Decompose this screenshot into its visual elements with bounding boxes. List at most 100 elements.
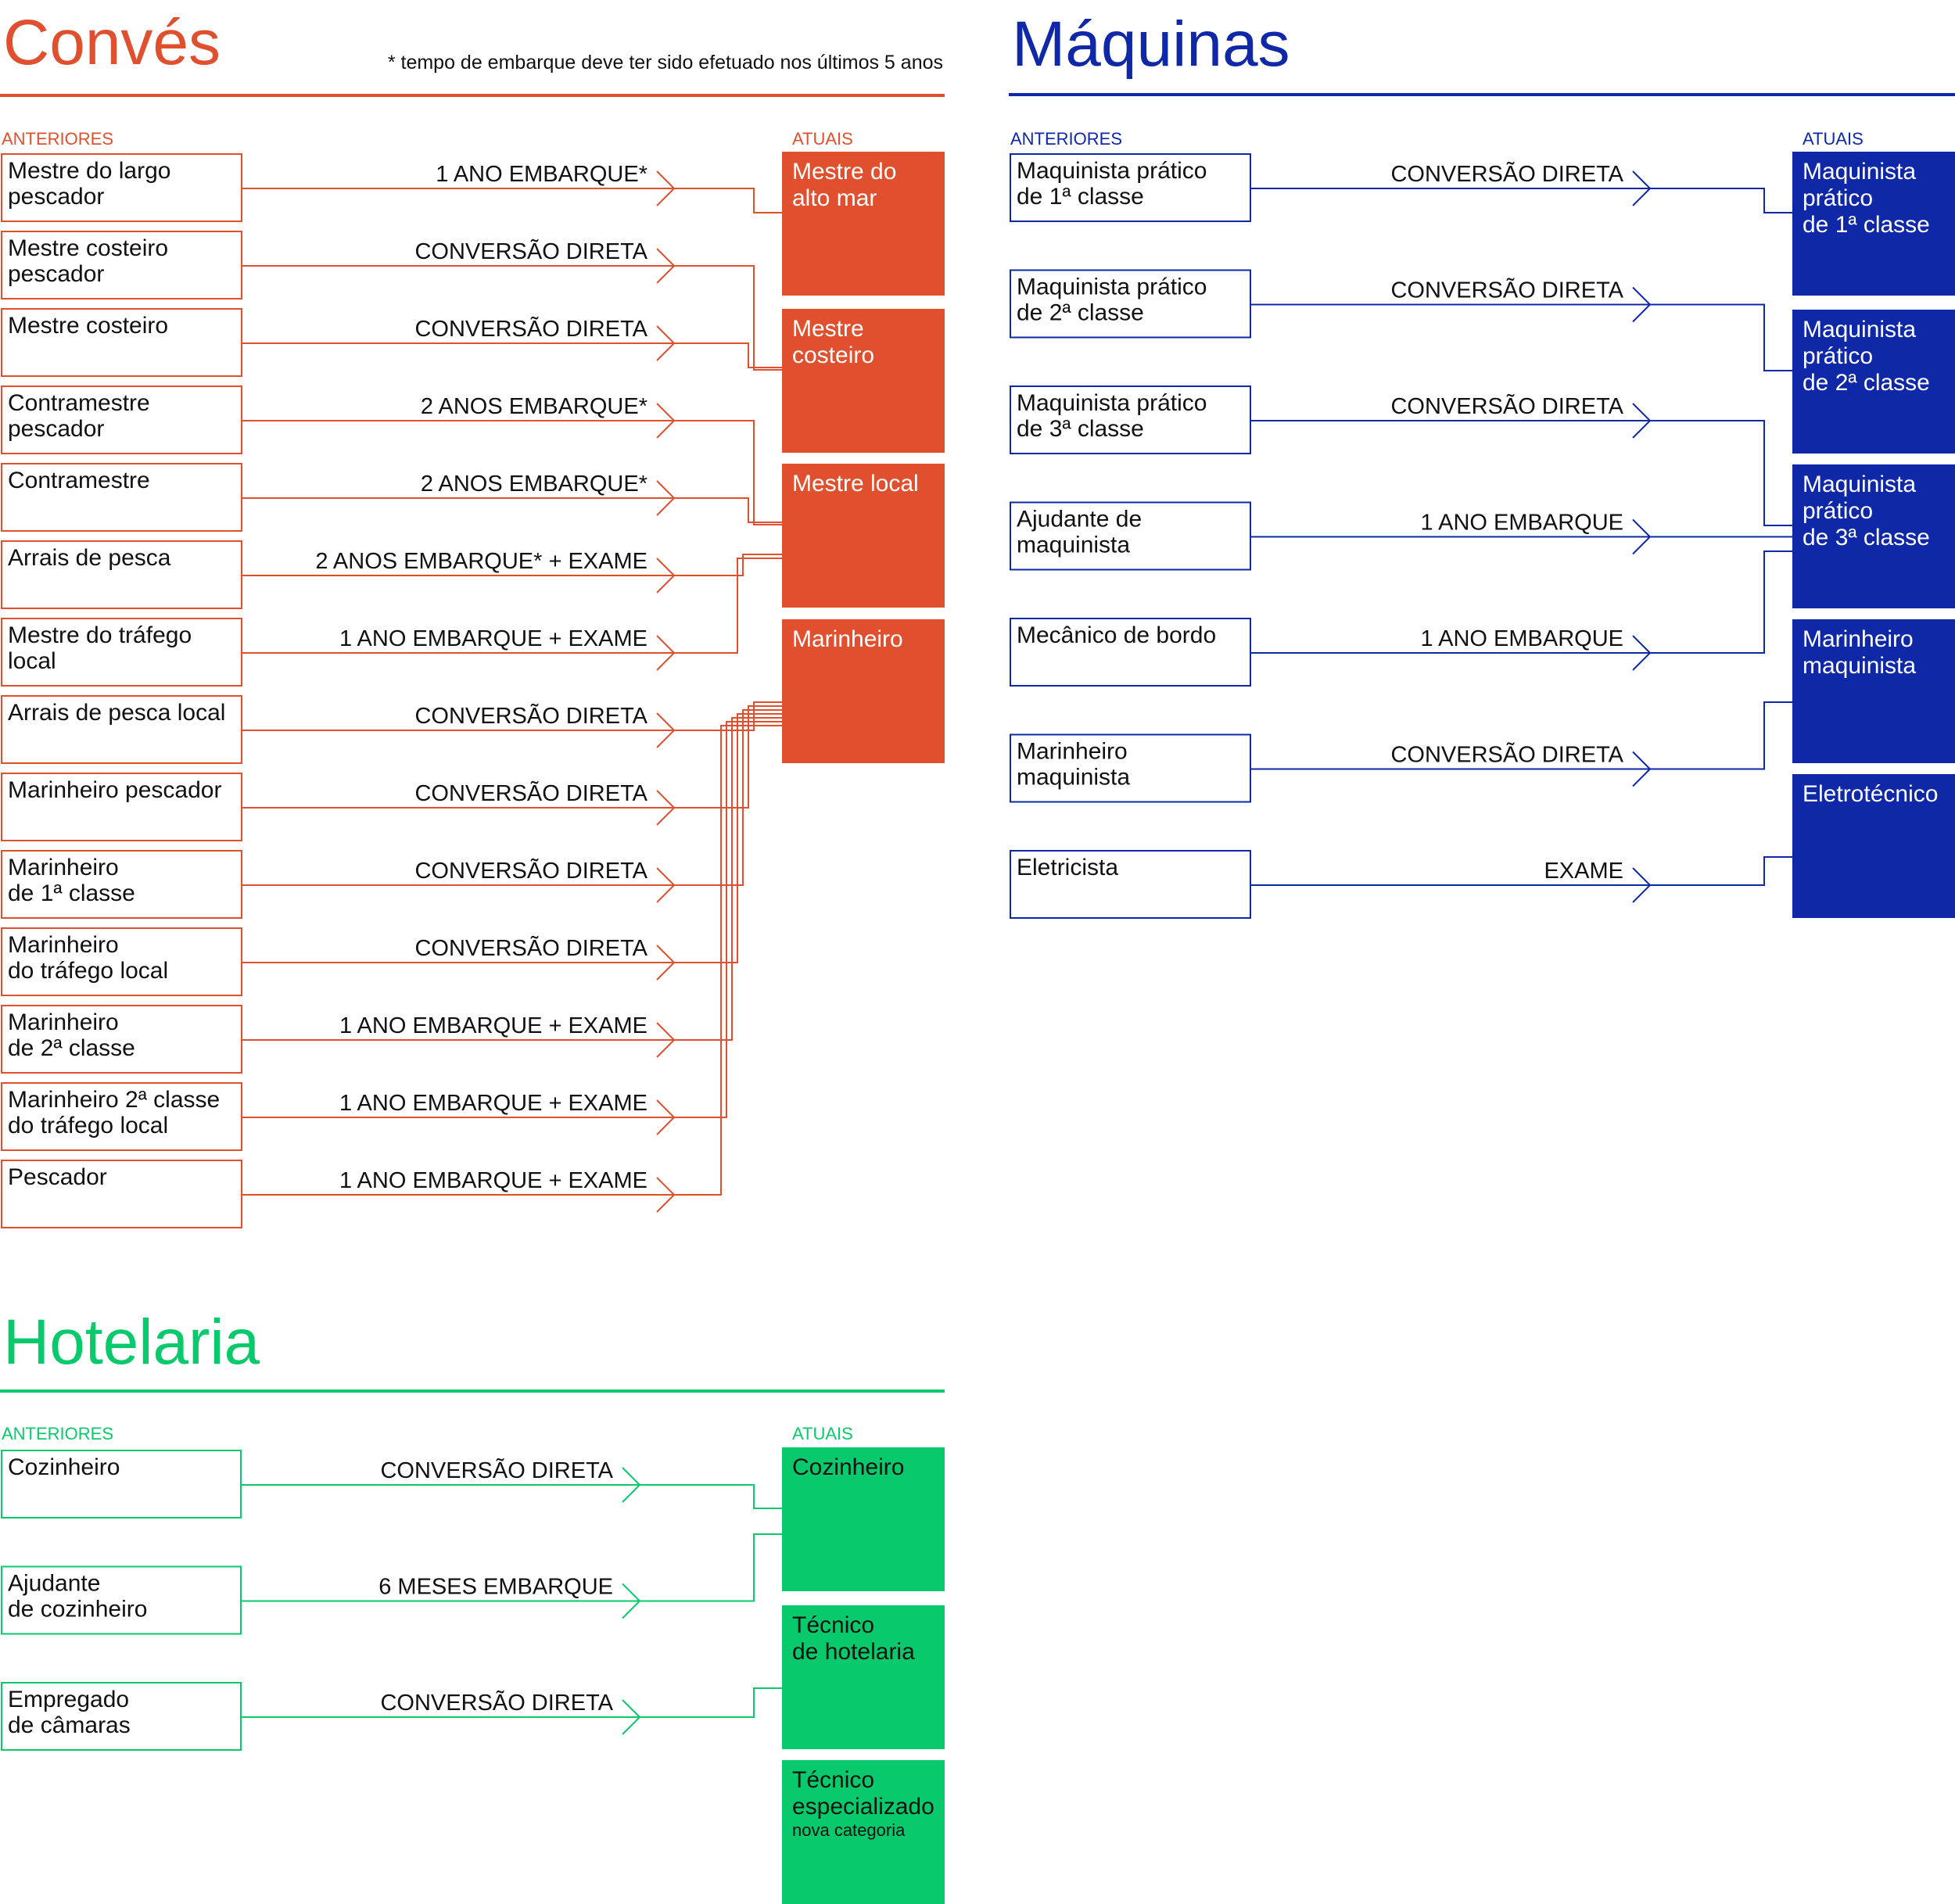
previous-box [1, 1565, 242, 1635]
current-box-fill [782, 619, 945, 763]
previous-box-label: Marinheiro [1017, 739, 1128, 765]
connector-line [242, 497, 782, 523]
previous-box-label: de 2ª classe [8, 1035, 135, 1061]
current-box-fill [1792, 619, 1955, 763]
conves-label-previous: ANTERIORES [2, 129, 113, 149]
arrowhead [1632, 286, 1652, 323]
current-box-label: prático [1803, 185, 1873, 211]
previous-box-label: Ajudante [8, 1571, 100, 1597]
previous-box-label: pescador [8, 416, 104, 442]
conversion-path-label: CONVERSÃO DIRETA [414, 702, 647, 729]
maquinas-title: Máquinas [1012, 9, 1290, 80]
current-box-label: Mestre do [792, 159, 896, 185]
previous-box [1, 618, 242, 687]
previous-box-label: Contramestre [8, 468, 150, 493]
previous-row-eletricista: Eletricista EXAME [1010, 850, 1792, 919]
current-box-label: Técnico [792, 1767, 874, 1793]
connector-line [1250, 188, 1792, 213]
conves-title: Convés [3, 7, 221, 78]
current-box-label: prático [1803, 498, 1873, 524]
conversion-path-label: 2 ANOS EMBARQUE* [421, 394, 647, 419]
conversion-path-label: 1 ANO EMBARQUE* [436, 162, 647, 187]
conversion-path-label: 1 ANO EMBARQUE + EXAME [339, 1168, 647, 1193]
current-box-label: Mestre [792, 316, 864, 342]
current-box-label: Técnico [792, 1612, 874, 1638]
previous-box-label: local [8, 648, 56, 674]
arrowhead [622, 1467, 641, 1503]
current-box-label: Eletrotécnico [1803, 781, 1938, 807]
previous-box-label: Mestre do largo [8, 158, 170, 184]
current-box-label: Mestre local [792, 471, 919, 497]
previous-box-label: Maquinista prático [1017, 274, 1207, 300]
previous-box-label: de cozinheiro [8, 1597, 147, 1623]
current-box-label: de 2ª classe [1803, 370, 1930, 396]
arrowhead [622, 1583, 641, 1619]
previous-box-label: Pescador [8, 1164, 107, 1190]
arrowhead [656, 170, 676, 206]
conversion-path-label: 1 ANO EMBARQUE [1421, 626, 1623, 651]
conversion-path-label: CONVERSÃO DIRETA [1390, 393, 1623, 419]
previous-box-label: Eletricista [1017, 855, 1118, 880]
hotelaria-label-previous: ANTERIORES [2, 1424, 113, 1443]
previous-row-contramestre-pescador: Contramestre pescador 2 ANOS EMBARQUE* [1, 385, 782, 525]
connector-line [242, 725, 782, 1196]
conversion-path-label: CONVERSÃO DIRETA [1390, 160, 1623, 187]
arrowhead [1632, 867, 1652, 903]
arrowhead [1632, 518, 1652, 555]
current-box-label: alto mar [792, 185, 877, 211]
arrowhead [656, 712, 676, 748]
previous-box-label: Mestre costeiro [8, 235, 168, 261]
footnote-embark-time: * tempo de embarque deve ter sido efetua… [388, 52, 943, 74]
previous-box [1010, 501, 1251, 571]
connector-line [242, 713, 782, 963]
previous-box-label: Arrais de pesca local [8, 700, 225, 726]
previous-box-label: Mestre do tráfego [8, 622, 192, 648]
connector-line [242, 265, 782, 371]
previous-box [1, 773, 242, 841]
current-box-label: de 1ª classe [1803, 212, 1930, 238]
current-box-label: Maquinista [1803, 317, 1916, 342]
current-box-label: Maquinista [1803, 472, 1916, 497]
connector-line [242, 554, 782, 576]
conversion-path-label: EXAME [1544, 859, 1623, 884]
previous-box [1010, 153, 1251, 222]
previous-box [1, 308, 242, 377]
connector-line [1250, 701, 1792, 770]
arrowhead [656, 1177, 676, 1213]
conversion-path-label: CONVERSÃO DIRETA [414, 934, 647, 961]
connector-line [242, 721, 782, 1118]
previous-box-label: Ajudante de [1017, 507, 1142, 532]
previous-box [1, 153, 242, 222]
connector-line [241, 1484, 782, 1509]
arrowhead [656, 1099, 676, 1135]
previous-box [1010, 269, 1251, 339]
conversion-path-label: 6 MESES EMBARQUE [378, 1575, 613, 1600]
current-box-marinheiro: Marinheiro [782, 619, 945, 763]
connector-line [241, 1687, 782, 1718]
previous-box-label: Marinheiro 2ª classe [8, 1087, 220, 1113]
current-box-label: costeiro [792, 342, 874, 368]
conversion-path-label: 2 ANOS EMBARQUE* + EXAME [315, 549, 647, 574]
arrowhead [656, 635, 676, 671]
previous-box [1010, 385, 1251, 454]
current-box-label: Maquinista [1803, 159, 1916, 185]
previous-box [1, 1005, 242, 1074]
current-box-label: Marinheiro [792, 626, 903, 652]
previous-row-pescador: Pescador 1 ANO EMBARQUE + EXAME [1, 725, 782, 1228]
